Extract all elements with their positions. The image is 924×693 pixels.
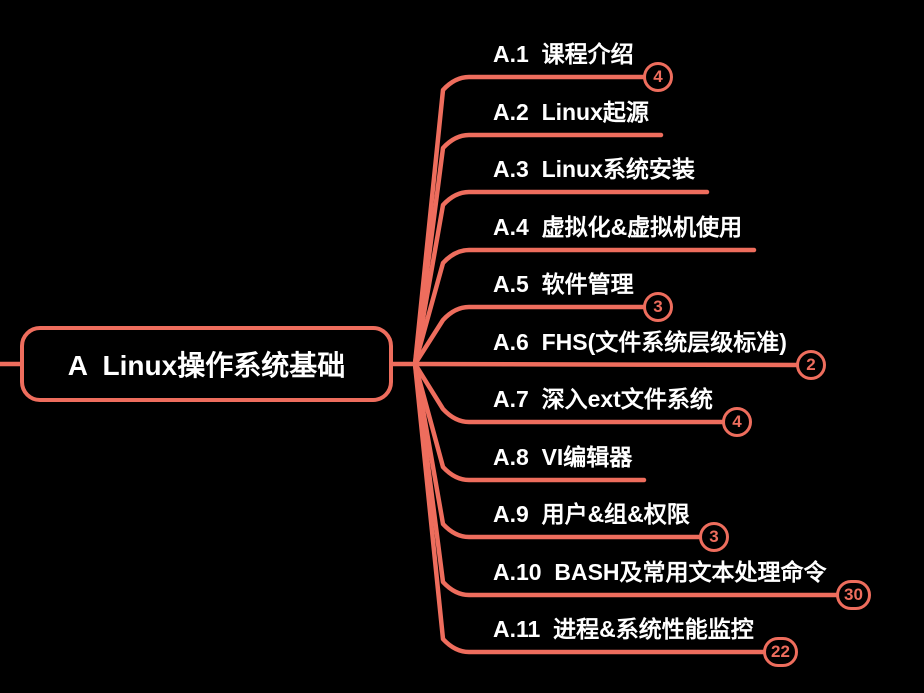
topic-node[interactable]: A.1 课程介绍 xyxy=(493,41,634,67)
badge-count[interactable]: 22 xyxy=(763,637,798,667)
topic-node[interactable]: A.11 进程&系统性能监控 xyxy=(493,616,754,642)
root-topic-label: A Linux操作系统基础 xyxy=(67,350,346,381)
topic-node[interactable]: A.9 用户&组&权限 xyxy=(493,501,690,527)
topic-node[interactable]: A.3 Linux系统安装 xyxy=(493,156,695,182)
badge-count[interactable]: 30 xyxy=(836,580,871,610)
root-topic-node[interactable]: A Linux操作系统基础 xyxy=(20,326,393,402)
topic-node[interactable]: A.4 虚拟化&虚拟机使用 xyxy=(493,214,743,240)
topic-node[interactable]: A.7 深入ext文件系统 xyxy=(493,386,713,412)
badge-count[interactable]: 3 xyxy=(699,522,729,552)
badge-count[interactable]: 3 xyxy=(643,292,673,322)
branch-line xyxy=(412,361,802,368)
topic-node[interactable]: A.8 VI编辑器 xyxy=(493,444,633,470)
badge-count[interactable]: 2 xyxy=(796,350,826,380)
topic-node[interactable]: A.6 FHS(文件系统层级标准) xyxy=(493,329,787,355)
topic-node[interactable]: A.5 软件管理 xyxy=(493,271,634,297)
badge-count[interactable]: 4 xyxy=(643,62,673,92)
badge-count[interactable]: 4 xyxy=(722,407,752,437)
topic-node[interactable]: A.2 Linux起源 xyxy=(493,99,649,125)
topic-node[interactable]: A.10 BASH及常用文本处理命令 xyxy=(493,559,827,585)
